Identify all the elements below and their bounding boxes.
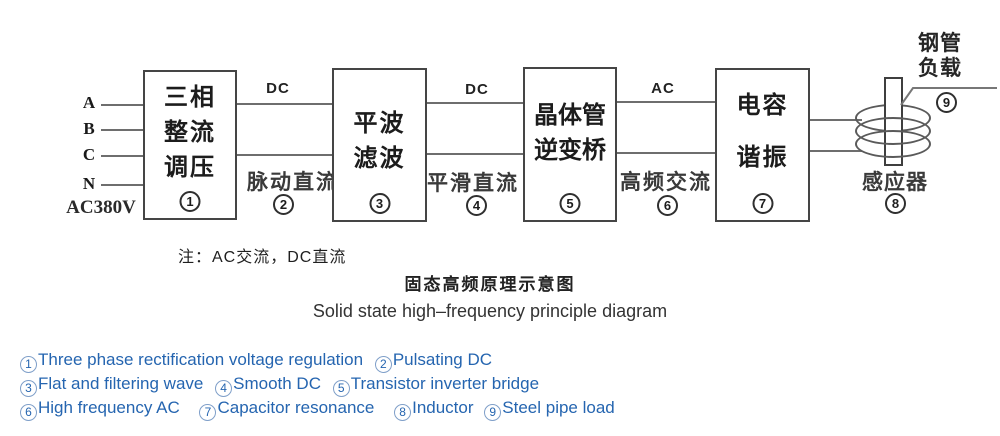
legend-num-2: 2 [374, 355, 392, 373]
coil-bottom-line [810, 150, 862, 152]
circled-number-1: 1 [179, 191, 201, 212]
link2-signal-label: DC [465, 81, 489, 98]
circled-number-4: 4 [466, 195, 487, 216]
link3-bottom-line [617, 152, 715, 154]
legend-text: Transistor inverter bridge [350, 374, 540, 393]
legend-num-3: 3 [20, 379, 37, 397]
legend-text: Smooth DC [233, 374, 321, 393]
legend-num-4: 4 [215, 379, 233, 397]
input-line-n [101, 184, 143, 186]
legend-text: Flat and filtering wave [38, 374, 204, 393]
block-inverter: 晶体管 逆变桥 5 [523, 67, 617, 222]
legend-num-5: 5 [332, 379, 350, 397]
title-english: Solid state high–frequency principle dia… [312, 301, 668, 321]
legend-num-6: 6 [20, 403, 37, 421]
link2-caption: 平滑直流 [427, 172, 519, 195]
legend-num-8: 8 [394, 403, 412, 421]
inductor-caption: 感应器 [862, 171, 928, 194]
link1-signal-label: DC [266, 80, 290, 97]
block-resonance: 电容 谐振 7 [715, 68, 810, 222]
block-filter-label: 平波 [353, 110, 406, 137]
block-resonance-label: 电容 [736, 92, 789, 119]
block-filter: 平波 滤波 3 [332, 68, 427, 222]
phase-label-a: A [82, 93, 96, 112]
coil-top-line [810, 119, 862, 121]
phase-label-n: N [82, 174, 96, 193]
legend-num-7: 7 [199, 403, 217, 421]
phase-label-b: B [83, 119, 95, 138]
link3-top-line [617, 101, 715, 103]
legend-text: Steel pipe load [502, 398, 615, 417]
legend-text: Pulsating DC [392, 350, 493, 369]
circled-number-2: 2 [273, 194, 294, 215]
legend-num-1: 1 [20, 355, 37, 373]
load-label-line2: 负载 [918, 57, 962, 80]
link2-top-line [427, 102, 523, 104]
legend-text: High frequency AC [38, 398, 180, 417]
block-inverter-label: 晶体管 [534, 101, 606, 129]
legend-num-9: 9 [484, 403, 502, 421]
circled-number-9: 9 [936, 92, 957, 113]
legend-text: Three phase rectification voltage regula… [38, 350, 364, 369]
link1-top-line [237, 103, 332, 105]
circled-number-7: 7 [752, 193, 773, 214]
link3-caption: 高频交流 [620, 171, 712, 194]
voltage-label: AC380V [66, 197, 136, 218]
circled-number-5: 5 [559, 193, 581, 214]
link2-bottom-line [427, 153, 523, 155]
link1-bottom-line [237, 154, 332, 156]
input-line-c [101, 155, 143, 157]
coil-loop-3 [855, 130, 931, 158]
link1-caption: 脉动直流 [247, 171, 339, 194]
link3-signal-label: AC [651, 80, 675, 97]
load-label-line1: 钢管 [918, 32, 962, 55]
note-text: 注：AC交流，DC直流 [178, 249, 347, 266]
block-rectifier-label: 三相 [164, 83, 216, 111]
circled-number-3: 3 [369, 193, 390, 214]
circled-number-6: 6 [657, 195, 678, 216]
circled-number-8: 8 [885, 193, 906, 214]
legend-text: Capacitor resonance [217, 398, 375, 417]
title-chinese: 固态高频原理示意图 [404, 275, 576, 294]
input-line-a [101, 104, 143, 106]
legend-text: Inductor [412, 398, 474, 417]
phase-label-c: C [82, 145, 96, 164]
input-line-b [101, 129, 143, 131]
block-rectifier: 三相 整流 调压 1 [143, 70, 237, 220]
